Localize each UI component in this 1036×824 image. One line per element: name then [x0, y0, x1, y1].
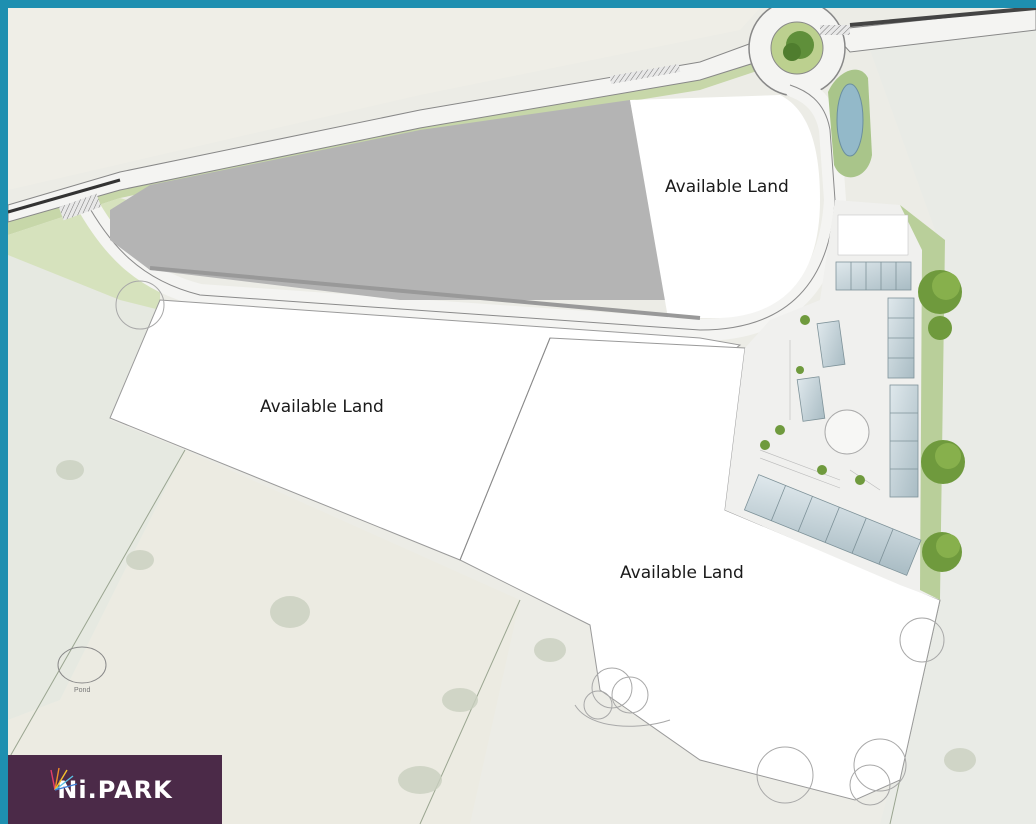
plot-kerb [149, 266, 701, 320]
label-available-land-north: Available Land [665, 177, 789, 197]
hatched-marking [820, 25, 850, 35]
road-edge-dark [849, 6, 1036, 27]
grey-development-plot [110, 100, 668, 300]
starburst-icon [50, 767, 78, 791]
road-edge-dark [7, 178, 121, 214]
label-available-land-south: Available Land [620, 563, 744, 583]
tree-outline-group [115, 280, 945, 806]
nipark-logo: Ni.PARK [8, 755, 222, 824]
hatched-marking [609, 63, 681, 85]
field-southwest [8, 450, 520, 824]
hatched-marking [58, 193, 102, 221]
field-tree-group [56, 460, 976, 794]
turning-circle [824, 409, 870, 455]
field-west [8, 240, 185, 720]
frame-top [0, 0, 1036, 8]
field-north [8, 8, 760, 190]
plot-boundary [459, 337, 551, 561]
pond-label: Pond [74, 687, 90, 694]
parking-bays [759, 340, 881, 491]
car-park [837, 214, 909, 256]
tree-group-east [760, 270, 965, 572]
terrace-building [743, 474, 922, 576]
access-road-edge [84, 84, 836, 331]
land-plot-north [630, 95, 820, 318]
label-available-land-west: Available Land [260, 397, 384, 417]
field-east [870, 20, 1036, 824]
frame-left [0, 0, 8, 824]
pond-outline [57, 646, 107, 684]
unit-building-group [796, 261, 919, 498]
pond-water [836, 83, 864, 157]
logo-text: Ni.PARK [57, 775, 173, 804]
hedge-line [7, 449, 186, 761]
logo-wordmark: Ni.PARK [50, 767, 173, 804]
